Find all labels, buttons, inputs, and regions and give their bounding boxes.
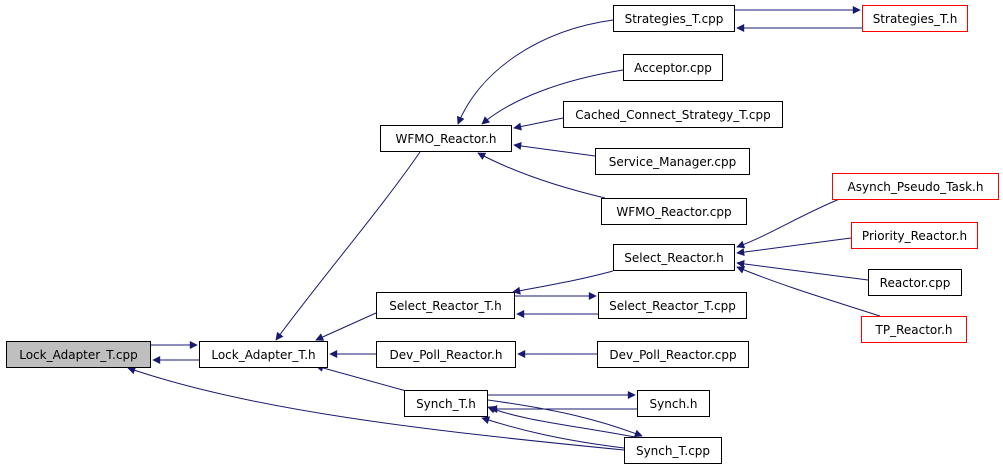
edge-acceptor-to-wfmo-h [481,69,624,125]
node-select-reactor-h[interactable]: Select_Reactor.h [613,244,735,271]
edge-tp-reactor-to-select-reactor-h [736,266,881,317]
edge-strategies-cpp-to-wfmo-h [457,19,614,125]
edge-select-reactor-t-h-to-lock-adapter-h [315,312,377,341]
edge-wfmo-h-to-lock-adapter-h [275,151,421,341]
node-wfmo-reactor-cpp[interactable]: WFMO_Reactor.cpp [601,198,747,225]
node-acceptor-cpp[interactable]: Acceptor.cpp [623,54,723,81]
edge-priority-to-select-reactor-h [736,237,852,257]
edge-cached-to-wfmo-h [513,117,564,131]
edge-wfmo-cpp-to-wfmo-h [477,152,606,199]
edge-asynch-to-select-reactor-h [736,197,843,249]
edge-service-manager-to-wfmo-h [513,142,596,157]
edge-synch-t-cpp-to-lock-adapter-cpp [127,366,625,451]
node-strategies-t-cpp[interactable]: Strategies_T.cpp [613,5,735,32]
edge-synch-t-cpp-to-synch-t-h [487,406,636,438]
edge-synch-t-h-to-synch-t-cpp [487,399,643,438]
node-cached-connect-strategy-t-cpp[interactable]: Cached_Connect_Strategy_T.cpp [563,101,783,128]
node-reactor-cpp[interactable]: Reactor.cpp [868,269,962,296]
node-dev-poll-reactor-h[interactable]: Dev_Poll_Reactor.h [376,341,516,368]
edge-select-reactor-h-to-select-reactor-t-h [512,270,614,295]
node-priority-reactor-h[interactable]: Priority_Reactor.h [851,222,978,249]
node-select-reactor-t-h[interactable]: Select_Reactor_T.h [376,292,515,319]
edge-synch-t-h-to-lock-adapter-h [315,364,411,393]
node-synch-t-h[interactable]: Synch_T.h [404,390,488,417]
node-tp-reactor-h[interactable]: TP_Reactor.h [861,316,967,343]
node-strategies-t-h[interactable]: Strategies_T.h [862,5,968,32]
edge-synch-t-cpp-to-synch-t-h-lower [481,416,625,449]
node-select-reactor-t-cpp[interactable]: Select_Reactor_T.cpp [598,292,747,319]
edge-reactor-cpp-to-select-reactor-h [736,259,869,281]
node-dev-poll-reactor-cpp[interactable]: Dev_Poll_Reactor.cpp [597,341,749,368]
node-synch-t-cpp[interactable]: Synch_T.cpp [624,437,722,464]
node-service-manager-cpp[interactable]: Service_Manager.cpp [595,148,750,175]
node-synch-h[interactable]: Synch.h [637,390,710,417]
node-wfmo-reactor-h[interactable]: WFMO_Reactor.h [380,125,512,152]
node-asynch-pseudo-task-h[interactable]: Asynch_Pseudo_Task.h [832,173,999,200]
node-lock-adapter-t-h[interactable]: Lock_Adapter_T.h [199,341,328,368]
node-lock-adapter-t-cpp: Lock_Adapter_T.cpp [6,341,151,368]
